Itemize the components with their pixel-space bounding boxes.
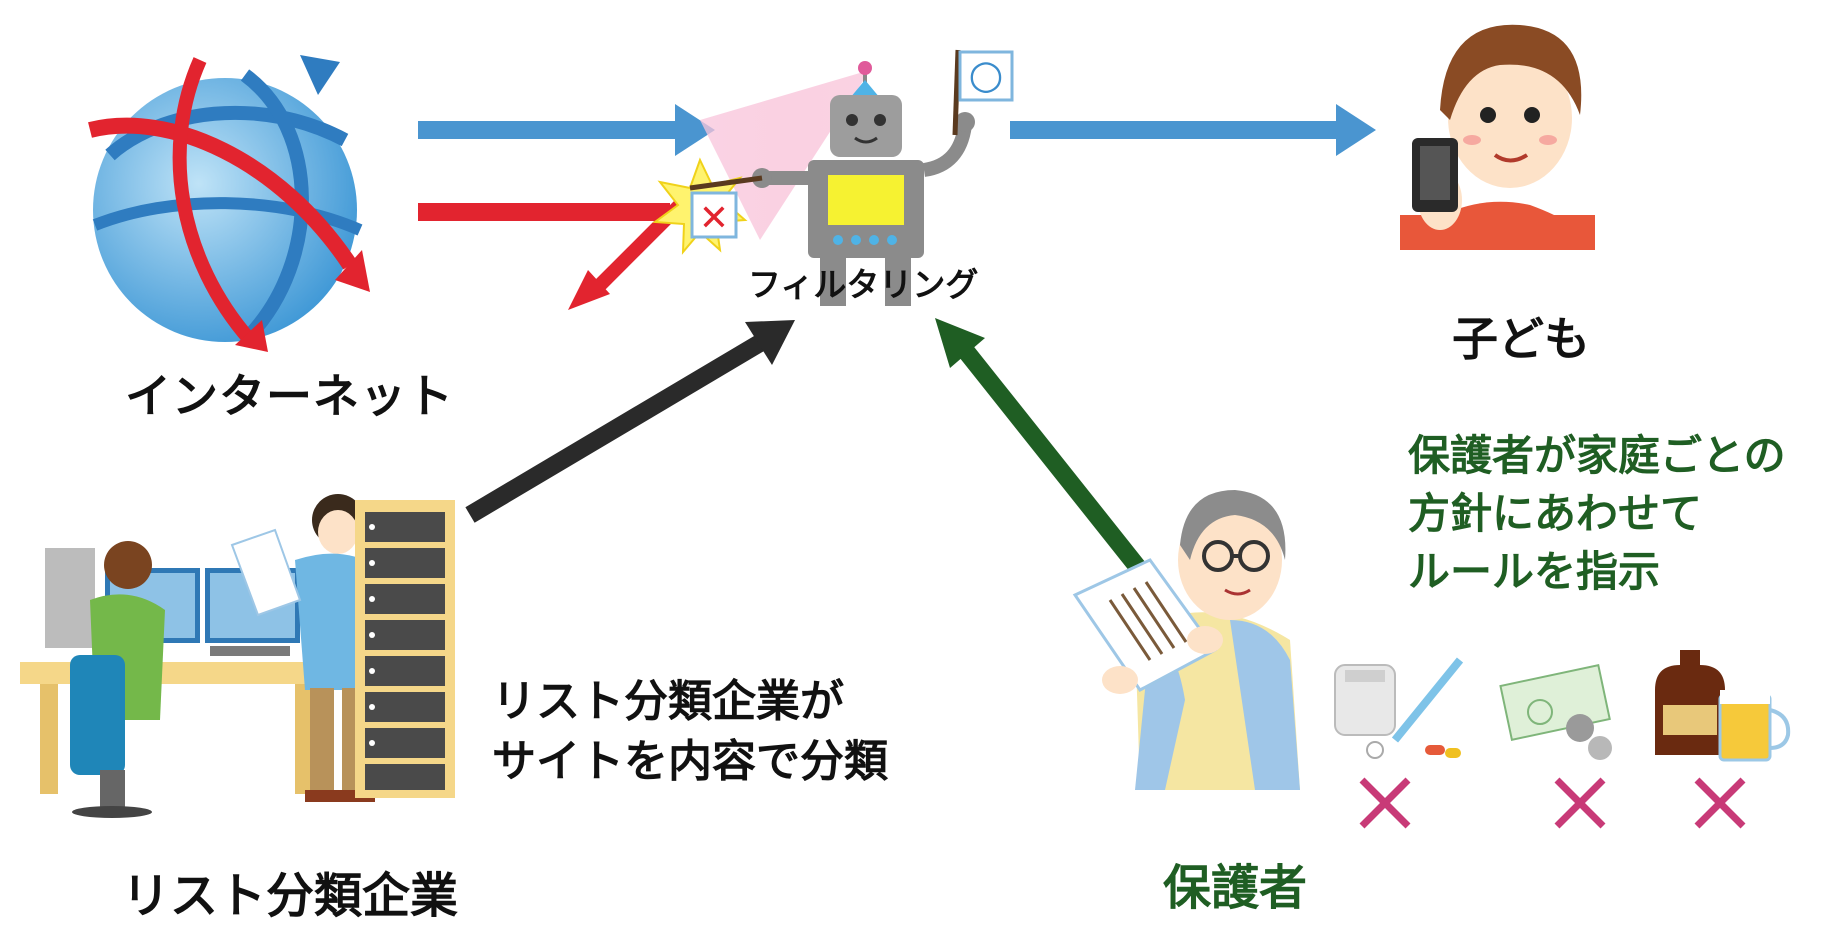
internet-label: インターネット <box>125 369 454 423</box>
deny-flag-mark: ✕ <box>699 198 729 239</box>
child-with-phone-icon <box>1400 24 1595 250</box>
guardian-description-line-1: 保護者が家庭ごとの <box>1408 431 1786 480</box>
allowed-arrow-in <box>418 104 715 156</box>
money-icon <box>1499 664 1612 760</box>
globe-icon <box>88 55 370 352</box>
company-description-line-1: リスト分類企業が <box>492 676 844 727</box>
guardian-label: 保護者 <box>1163 860 1308 916</box>
alcohol-icon <box>1655 650 1791 762</box>
company-arrow <box>465 320 795 523</box>
prohibited-mark-2 <box>1554 777 1606 829</box>
filtering-label: フィルタリング <box>748 265 979 304</box>
allow-flag-mark: ○ <box>969 52 1004 98</box>
child-label: 子ども <box>1452 312 1590 366</box>
office-workers-icon <box>20 494 375 818</box>
allowed-arrow-out <box>1010 104 1376 156</box>
company-description-line-2: サイトを内容で分類 <box>492 736 888 787</box>
robot-icon <box>652 49 1014 306</box>
prohibited-mark-3 <box>1694 777 1746 829</box>
medicine-icon <box>1334 657 1464 759</box>
server-rack-icon <box>355 500 455 798</box>
guardian-description-line-3: ルールを指示 <box>1408 547 1661 596</box>
guardian-description-line-2: 方針にあわせて <box>1408 489 1703 538</box>
company-description: リスト分類企業が サイトを内容で分類 <box>492 672 888 792</box>
guardian-description: 保護者が家庭ごとの 方針にあわせて ルールを指示 <box>1408 427 1786 601</box>
list-company-label: リスト分類企業 <box>122 868 459 924</box>
guardian-with-document-icon <box>1072 490 1300 790</box>
guardian-arrow <box>935 318 1148 576</box>
prohibited-mark-1 <box>1359 777 1411 829</box>
